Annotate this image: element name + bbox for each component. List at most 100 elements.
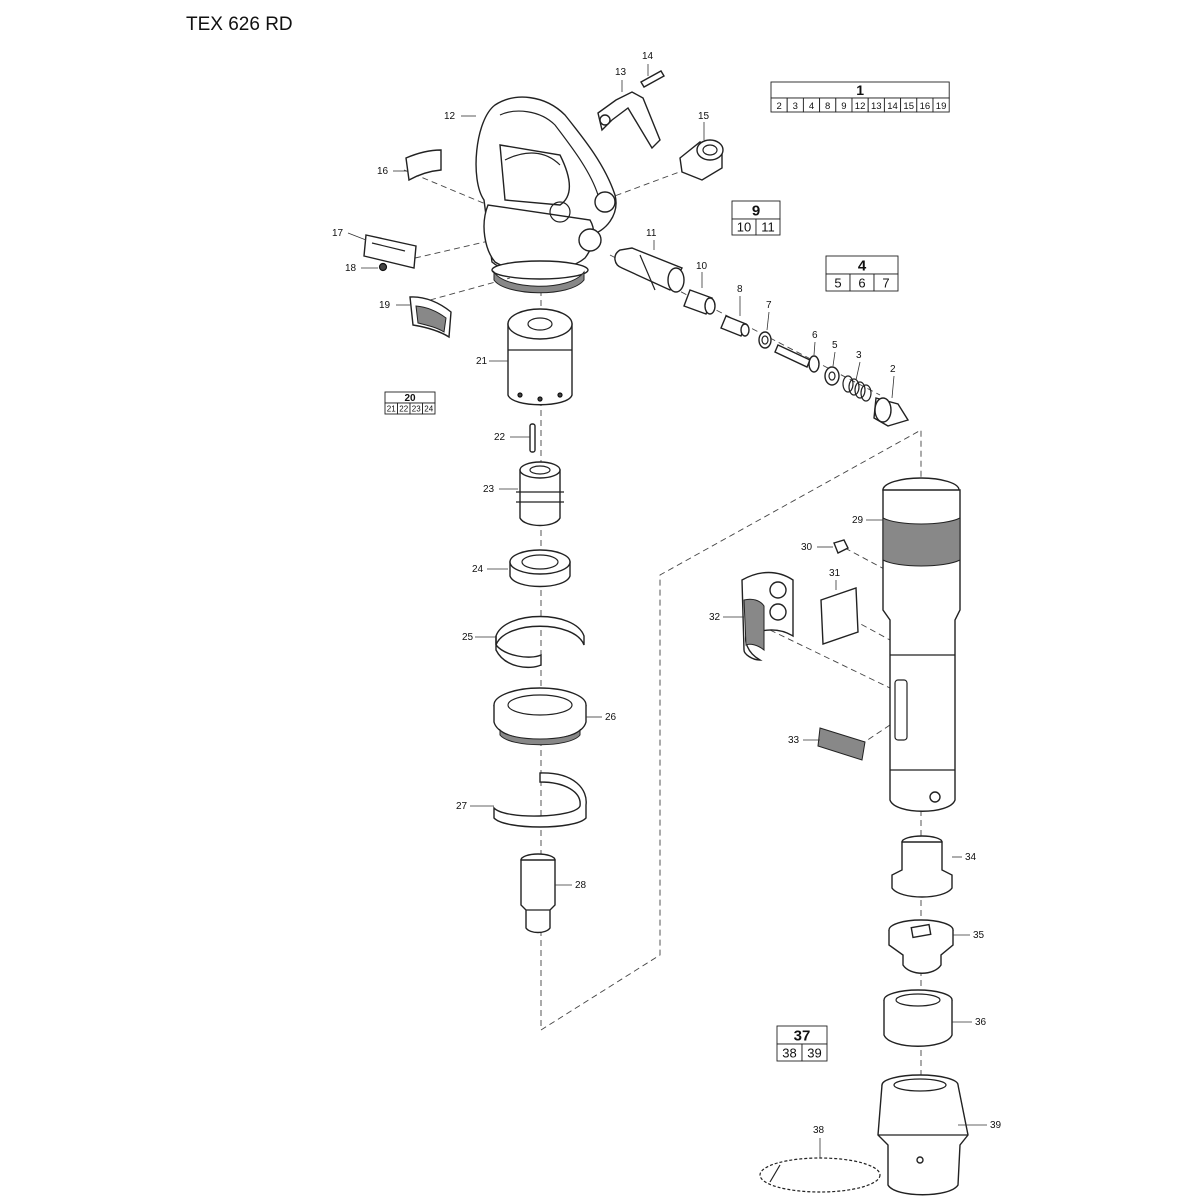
callout-3: 3 <box>856 350 862 361</box>
kit-head-label: 20 <box>404 393 416 404</box>
lever-pin <box>640 70 665 88</box>
kit-item-label: 21 <box>387 405 396 414</box>
callout-29: 29 <box>852 515 864 526</box>
kit-item-label: 15 <box>903 101 914 112</box>
handle-housing <box>475 96 617 294</box>
kit-item-label: 6 <box>858 275 865 290</box>
kit-item-label: 9 <box>841 101 846 112</box>
callout-22: 22 <box>494 432 506 443</box>
callout-34: 34 <box>965 852 977 863</box>
throttle-lever <box>597 91 661 150</box>
front-cap <box>877 1074 969 1196</box>
filter-label <box>409 296 452 339</box>
label-sleeve <box>741 571 794 661</box>
kit-item-label: 8 <box>825 101 830 112</box>
kit-item-label: 16 <box>920 101 931 112</box>
kit-item-label: 38 <box>782 1045 796 1060</box>
warning-label <box>820 587 859 645</box>
kit-head-label: 4 <box>858 257 867 274</box>
callout-27: 27 <box>456 801 468 812</box>
kit-item-label: 7 <box>882 275 889 290</box>
chisel-retainer <box>888 919 954 974</box>
kit-item-label: 5 <box>834 275 841 290</box>
spring-retaining-ring <box>759 1157 881 1193</box>
kit-item-label: 3 <box>793 101 798 112</box>
ratchet-ring <box>493 687 587 746</box>
callout-6: 6 <box>812 330 818 341</box>
kit-item-label: 13 <box>871 101 882 112</box>
callout-18: 18 <box>345 263 357 274</box>
callout-39: 39 <box>990 1120 1002 1131</box>
kit-item-label: 4 <box>809 101 814 112</box>
end-plug <box>873 397 910 427</box>
label-plate <box>405 149 442 182</box>
callout-14: 14 <box>642 51 654 62</box>
callout-12: 12 <box>444 111 456 122</box>
callout-19: 19 <box>379 300 391 311</box>
callout-30: 30 <box>801 542 813 553</box>
type-plate <box>363 234 417 269</box>
plate-screw <box>378 262 388 272</box>
valve <box>683 289 716 315</box>
kit-item-label: 39 <box>807 1045 821 1060</box>
kit-item-label: 19 <box>936 101 947 112</box>
kit-item-label: 24 <box>424 405 433 414</box>
callout-21: 21 <box>476 356 488 367</box>
valve-sleeve <box>614 247 685 293</box>
o-ring-7 <box>758 331 772 349</box>
callout-2: 2 <box>890 364 896 375</box>
callout-11: 11 <box>646 228 657 239</box>
cylinder <box>882 477 961 812</box>
cylinder-head <box>507 308 573 406</box>
retaining-half-ring-lower <box>493 772 587 828</box>
callout-8: 8 <box>737 284 743 295</box>
kit-item-label: 12 <box>855 101 866 112</box>
kit-item-label: 2 <box>776 101 781 112</box>
seal-5 <box>824 366 840 386</box>
kit-table-9: 910 11 <box>731 200 781 236</box>
valve-spindle <box>720 315 750 337</box>
kit-item-label: 11 <box>761 219 775 234</box>
kit-item-label: 10 <box>737 219 751 234</box>
callout-7: 7 <box>766 300 772 311</box>
small-nut <box>833 539 849 554</box>
callout-5: 5 <box>832 340 838 351</box>
filter-label-33 <box>817 727 866 761</box>
kit-item-label: 22 <box>399 405 408 414</box>
callout-33: 33 <box>788 735 800 746</box>
plunger <box>774 344 820 373</box>
callout-36: 36 <box>975 1017 987 1028</box>
kit-item-label: 23 <box>412 405 421 414</box>
bearing-ring <box>509 549 571 588</box>
callout-32: 32 <box>709 612 721 623</box>
retaining-half-ring-upper <box>495 615 585 668</box>
spring <box>842 375 872 402</box>
callout-16: 16 <box>377 166 389 177</box>
callout-23: 23 <box>483 484 495 495</box>
air-inlet-nipple <box>679 139 724 181</box>
kit-head-label: 9 <box>752 202 760 219</box>
kit-item-cell <box>932 97 950 113</box>
valve-body <box>516 461 564 527</box>
kit-item-cell <box>801 1043 828 1062</box>
kit-head-label: 37 <box>794 1027 811 1044</box>
callout-38: 38 <box>813 1125 825 1136</box>
callout-15: 15 <box>698 111 710 122</box>
locking-ring <box>883 989 953 1047</box>
piston <box>520 853 556 934</box>
callout-24: 24 <box>472 564 484 575</box>
callout-35: 35 <box>973 930 985 941</box>
drawing-title: TEX 626 RD <box>186 14 293 35</box>
callout-13: 13 <box>615 67 627 78</box>
callout-labels: 14 13 15 12 16 17 18 19 11 10 8 7 6 5 3 … <box>332 51 1002 1136</box>
kit-head-label: 1 <box>856 82 864 98</box>
callout-31: 31 <box>829 568 841 579</box>
callout-26: 26 <box>605 712 617 723</box>
leader-lines <box>347 64 987 1158</box>
front-bushing <box>891 835 953 898</box>
guide-pin <box>529 423 536 453</box>
callout-25: 25 <box>462 632 474 643</box>
